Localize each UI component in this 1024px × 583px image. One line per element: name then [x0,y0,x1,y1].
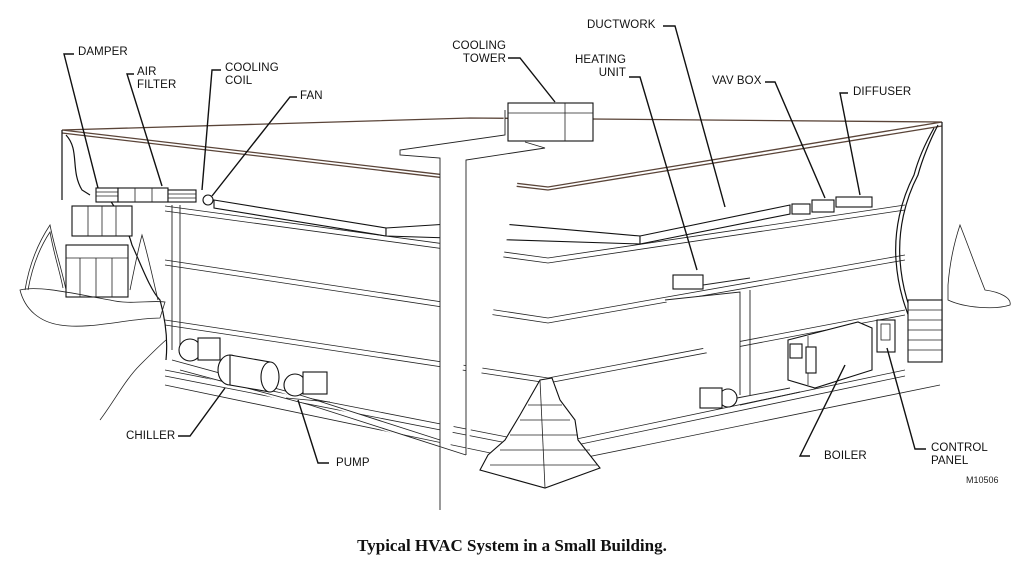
heating-unit-shape [664,274,751,395]
label-diffuser: DIFFUSER [853,86,912,98]
leader-fan [211,96,297,197]
label-cooling-tower: COOLING TOWER [452,40,506,65]
leader-damper [63,53,99,189]
brick-wall-right [907,299,943,363]
figure-id: M10506 [966,475,999,485]
figure-caption: Typical HVAC System in a Small Building. [357,536,667,555]
leader-air-filter [126,73,163,187]
entrance-doors [65,244,129,298]
air-filter-shape [117,187,169,203]
label-vav-box: VAV BOX [712,75,762,87]
label-boiler: BOILER [824,450,867,462]
label-cooling-coil: COOLING COIL [225,62,279,87]
boiler-shape [787,321,873,389]
leader-control-panel [886,347,926,450]
cooling-coil-shape [167,189,197,203]
leader-cooling-tower [508,57,556,103]
leader-heating-unit [629,76,698,271]
diffuser-shape [835,196,873,208]
chiller-shape [178,337,280,393]
left-wall [19,130,168,421]
leader-boiler [798,364,846,457]
label-control-panel: CONTROL PANEL [931,442,988,467]
brick-corner [479,377,601,489]
label-damper: DAMPER [78,46,128,58]
label-chiller: CHILLER [126,430,176,442]
ductwork-shape [639,196,873,245]
leader-chiller [178,387,226,437]
supply-duct [213,199,387,237]
leader-ductwork [663,25,726,208]
fan-shape [202,194,214,206]
leader-cooling-coil [201,69,221,191]
label-air-filter: AIR FILTER [137,66,177,91]
label-fan: FAN [300,90,323,102]
control-panel-shape [876,319,896,353]
leader-diffuser [839,92,861,196]
label-ductwork: DUCTWORK [587,19,656,31]
leader-lines [63,25,926,464]
pump-shape [283,371,331,403]
cooling-tower-shape [399,102,594,510]
leader-pump [297,399,329,464]
right-wall [895,122,1011,363]
damper-shape [95,187,119,203]
label-pump: PUMP [336,457,370,469]
boiler-pump-shape [699,387,801,409]
vav-box-shape [811,199,835,213]
air-handling-unit [95,187,641,245]
leader-vav-box [765,81,826,199]
label-heating-unit: HEATING UNIT [575,54,626,79]
flex-duct [791,203,811,215]
